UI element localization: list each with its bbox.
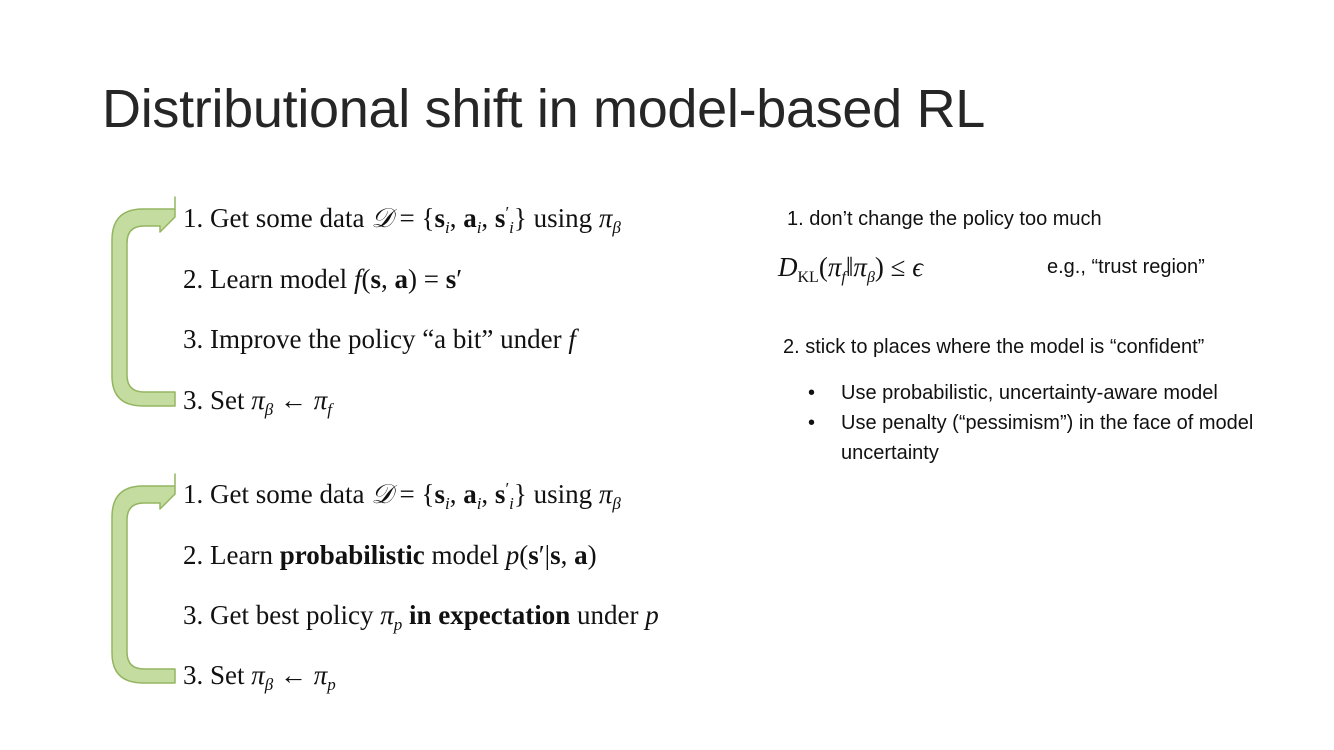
- bullet-list: •Use probabilistic, uncertainty-aware mo…: [808, 378, 1308, 468]
- loop1-step3: 3. Improve the policy “a bit” under f: [183, 324, 576, 354]
- loop-arrow-icon: [111, 473, 176, 684]
- loop2-step4: 3. Set πβ ← πp: [183, 660, 336, 694]
- trust-region-note: e.g., “trust region”: [1047, 256, 1205, 278]
- loop2-step2: 2. Learn probabilistic model p(s′|s, a): [183, 540, 597, 570]
- loop1-step1: 1. Get some data 𝒟 = {si, ai, s′i} using…: [183, 203, 621, 237]
- right-item-2: 2. stick to places where the model is “c…: [783, 336, 1205, 358]
- right-item-1: 1. don’t change the policy too much: [787, 208, 1102, 230]
- loop2-step3: 3. Get best policy πp in expectation und…: [183, 600, 659, 634]
- loop2-step1: 1. Get some data 𝒟 = {si, ai, s′i} using…: [183, 479, 621, 513]
- bullet-icon: •: [808, 412, 816, 434]
- list-item: •Use probabilistic, uncertainty-aware mo…: [808, 378, 1308, 408]
- bullet-icon: •: [808, 382, 816, 404]
- kl-constraint-formula: DKL(πf‖πβ) ≤ ϵ: [778, 252, 924, 286]
- loop-arrow-icon: [111, 196, 176, 407]
- loop1-step4: 3. Set πβ ← πf: [183, 385, 333, 419]
- slide-title: Distributional shift in model-based RL: [102, 79, 986, 139]
- loop1-step2: 2. Learn model f(s, a) = s′: [183, 264, 463, 294]
- list-item: •Use penalty (“pessimism”) in the face o…: [808, 408, 1308, 468]
